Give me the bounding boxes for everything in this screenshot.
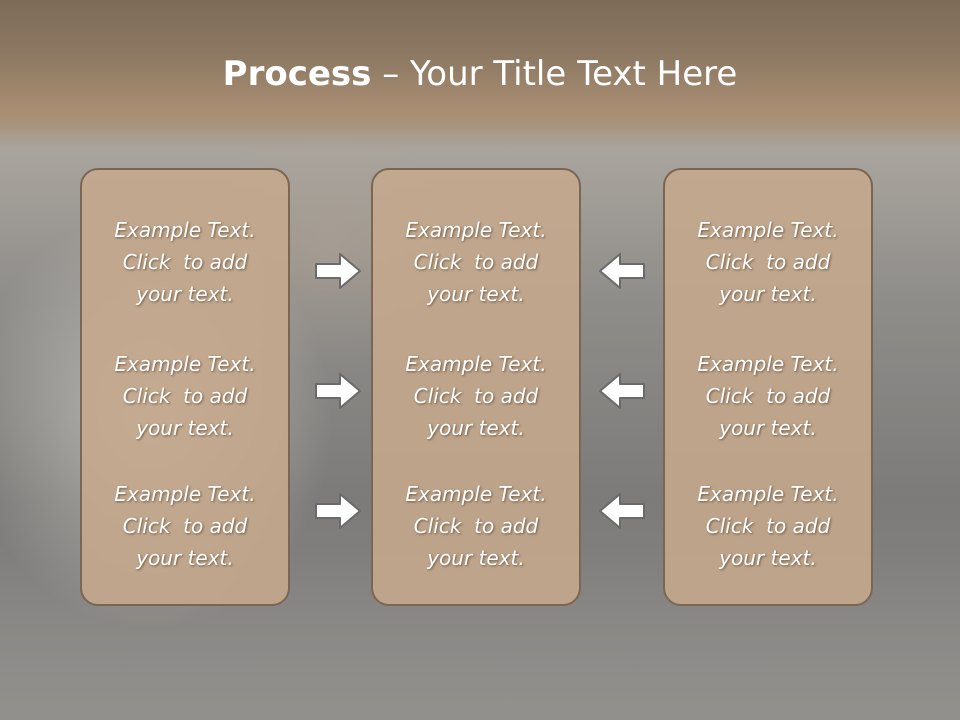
text-line: your text. [136, 416, 234, 440]
text-line: your text. [136, 546, 234, 570]
text-line: Example Text. [697, 482, 839, 506]
text-line: your text. [427, 282, 525, 306]
text-line: Click to add [413, 514, 539, 538]
text-line: Click to add [705, 514, 831, 538]
header-band [0, 0, 960, 135]
text-line: Click to add [413, 250, 539, 274]
process-box-right[interactable]: Example Text. Click to add your text. Ex… [663, 168, 873, 606]
text-placeholder[interactable]: Example Text. Click to add your text. [665, 478, 871, 574]
text-line: your text. [136, 282, 234, 306]
text-line: Click to add [122, 250, 248, 274]
text-line: Example Text. [405, 352, 547, 376]
text-line: Example Text. [697, 352, 839, 376]
arrow-left-icon [599, 493, 645, 529]
arrow-left-icon [599, 253, 645, 289]
text-line: Example Text. [114, 218, 256, 242]
text-placeholder[interactable]: Example Text. Click to add your text. [82, 478, 288, 574]
arrow-right-icon [315, 373, 361, 409]
text-line: Example Text. [405, 482, 547, 506]
text-line: Example Text. [114, 352, 256, 376]
text-line: your text. [719, 416, 817, 440]
text-line: Click to add [122, 514, 248, 538]
text-line: Example Text. [114, 482, 256, 506]
title-bold: Process [222, 54, 372, 94]
text-line: your text. [719, 282, 817, 306]
process-box-left[interactable]: Example Text. Click to add your text. Ex… [80, 168, 290, 606]
title-dash: – [371, 54, 411, 94]
text-placeholder[interactable]: Example Text. Click to add your text. [373, 214, 579, 310]
text-placeholder[interactable]: Example Text. Click to add your text. [665, 348, 871, 444]
title-rest: Your Title Text Here [410, 54, 738, 94]
arrow-right-icon [315, 493, 361, 529]
text-placeholder[interactable]: Example Text. Click to add your text. [82, 214, 288, 310]
text-line: Example Text. [697, 218, 839, 242]
text-line: Click to add [122, 384, 248, 408]
text-line: Click to add [413, 384, 539, 408]
text-line: Click to add [705, 384, 831, 408]
text-line: your text. [719, 546, 817, 570]
slide-title[interactable]: Process – Your Title Text Here [0, 52, 960, 96]
text-placeholder[interactable]: Example Text. Click to add your text. [665, 214, 871, 310]
text-line: your text. [427, 416, 525, 440]
text-line: Example Text. [405, 218, 547, 242]
text-line: Click to add [705, 250, 831, 274]
text-placeholder[interactable]: Example Text. Click to add your text. [373, 478, 579, 574]
arrow-right-icon [315, 253, 361, 289]
text-placeholder[interactable]: Example Text. Click to add your text. [82, 348, 288, 444]
process-box-center[interactable]: Example Text. Click to add your text. Ex… [371, 168, 581, 606]
arrow-left-icon [599, 373, 645, 409]
text-placeholder[interactable]: Example Text. Click to add your text. [373, 348, 579, 444]
text-line: your text. [427, 546, 525, 570]
